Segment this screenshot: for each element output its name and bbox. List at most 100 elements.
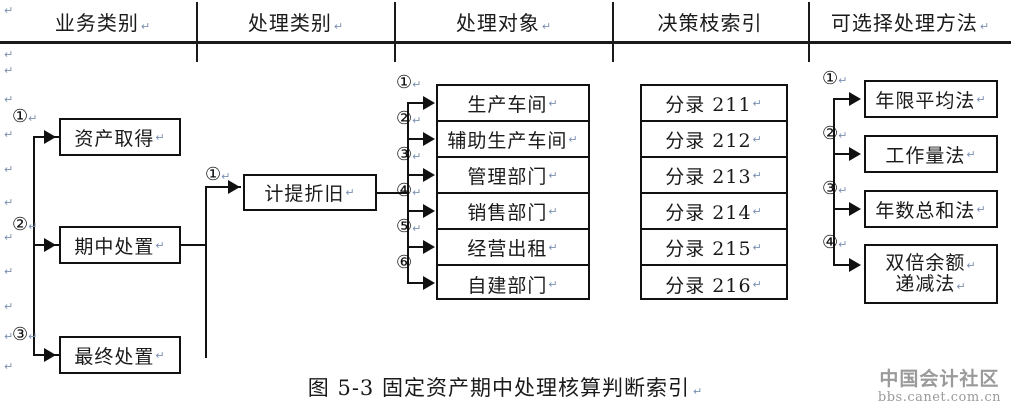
- pilcrow-icon: ↵: [752, 240, 763, 254]
- connector-spine-methods: [833, 98, 835, 264]
- box-object-auxiliary-production-workshop[interactable]: 辅助生产车间↵: [438, 122, 588, 158]
- pilcrow-icon: ↵: [541, 20, 553, 33]
- box-entry-212[interactable]: 分录 212↵: [642, 122, 786, 158]
- pilcrow-icon: ↵: [28, 112, 38, 125]
- pilcrow-icon: ↵: [155, 348, 166, 362]
- connector-branch-method-2: [833, 153, 855, 155]
- pilcrow-icon: ↵: [155, 238, 166, 252]
- connector-depreciation-to-objects: [377, 192, 409, 194]
- box-label: 期中处置: [74, 235, 155, 258]
- header-divider-3: [612, 2, 614, 62]
- pilcrow-icon: ↵: [548, 96, 559, 110]
- column-header-methods: 可选择处理方法↵: [810, 9, 1011, 37]
- column-header-label: 处理类别: [247, 11, 332, 35]
- circled-number-2: ②↵: [396, 108, 422, 129]
- column-header-process-object: 处理对象↵: [396, 9, 612, 37]
- box-business-final-disposal[interactable]: 最终处置↵: [59, 336, 181, 374]
- pilcrow-icon: ↵: [838, 238, 848, 251]
- circled-number-3: ③↵: [822, 178, 848, 199]
- arrowhead-icon: [423, 168, 435, 182]
- circled-number-6: ⑥: [396, 252, 413, 273]
- box-label: 经营出租: [467, 237, 548, 260]
- box-method-straight-line[interactable]: 年限平均法↵: [864, 80, 998, 118]
- box-business-interim-disposal[interactable]: 期中处置↵: [59, 226, 181, 264]
- box-method-double-declining-balance[interactable]: 双倍余额↵ 递减法↵: [864, 244, 998, 304]
- circled-number-3: ③↵: [12, 324, 38, 345]
- circled-number-1: ①↵: [205, 164, 231, 185]
- box-label: 分录 213: [665, 165, 752, 188]
- box-label: 分录 212: [665, 129, 752, 152]
- box-business-asset-acquisition[interactable]: 资产取得↵: [59, 118, 181, 156]
- column-header-label: 处理对象: [455, 11, 540, 35]
- connector-branch-process-1: [205, 186, 241, 188]
- box-method-units-of-production[interactable]: 工作量法↵: [864, 135, 998, 173]
- pilcrow-icon: ↵: [752, 132, 763, 146]
- connector-branch-object-2: [407, 138, 429, 140]
- box-label: 分录 214: [665, 201, 752, 224]
- box-label-line-1: 双倍余额↵: [885, 251, 977, 274]
- box-method-sum-of-years-digits[interactable]: 年数总和法↵: [864, 190, 998, 228]
- box-object-management-department[interactable]: 管理部门↵: [438, 158, 588, 194]
- pilcrow-icon: ↵: [752, 168, 763, 182]
- pilcrow-icon: ↵: [4, 93, 14, 106]
- connector-branch-method-1: [833, 98, 855, 100]
- pilcrow-icon: ↵: [4, 360, 14, 373]
- circled-number-3: ③↵: [396, 144, 422, 165]
- box-label: 计提折旧: [264, 183, 345, 205]
- arrowhead-icon: [423, 276, 435, 290]
- pilcrow-icon: ↵: [548, 240, 559, 254]
- box-entry-213[interactable]: 分录 213↵: [642, 158, 786, 194]
- pilcrow-icon: ↵: [333, 20, 345, 33]
- pilcrow-icon: ↵: [4, 64, 14, 77]
- circled-number-1: ①↵: [12, 106, 38, 127]
- box-entry-215[interactable]: 分录 215↵: [642, 230, 786, 266]
- stack-decision-index: 分录 211↵ 分录 212↵ 分录 213↵ 分录 214↵ 分录 215↵ …: [640, 84, 788, 300]
- pilcrow-icon: ↵: [838, 129, 848, 142]
- figure-caption-text: 图 5-3 固定资产期中处理核算判断索引: [307, 376, 690, 400]
- box-object-self-construction-department[interactable]: 自建部门↵: [438, 266, 588, 302]
- arrowhead-icon: [849, 147, 861, 161]
- box-label: 分录 211: [665, 93, 752, 116]
- arrowhead-icon: [44, 348, 56, 362]
- pilcrow-icon: ↵: [412, 150, 422, 163]
- pilcrow-icon: ↵: [412, 114, 422, 127]
- pilcrow-icon: ↵: [976, 202, 987, 216]
- arrowhead-icon: [44, 238, 56, 252]
- box-object-sales-department[interactable]: 销售部门↵: [438, 194, 588, 230]
- box-process-depreciation[interactable]: 计提折旧↵: [243, 174, 377, 211]
- pilcrow-icon: ↵: [752, 277, 763, 291]
- watermark: 中国会计社区 bbs.canet.com.cn: [878, 370, 1001, 406]
- box-entry-211[interactable]: 分录 211↵: [642, 86, 786, 122]
- box-label: 年限平均法: [875, 89, 976, 112]
- pilcrow-icon: ↵: [966, 258, 977, 272]
- arrowhead-icon: [423, 96, 435, 110]
- pilcrow-icon: ↵: [692, 385, 704, 398]
- box-entry-216[interactable]: 分录 216↵: [642, 266, 786, 302]
- circled-number-4: ④↵: [396, 180, 422, 201]
- header-divider-1: [196, 2, 198, 62]
- pilcrow-icon: ↵: [221, 170, 231, 183]
- box-label: 分录 216: [665, 274, 752, 297]
- pilcrow-icon: ↵: [4, 300, 14, 313]
- pilcrow-icon: ↵: [548, 277, 559, 291]
- pilcrow-icon: ↵: [838, 184, 848, 197]
- box-object-production-workshop[interactable]: 生产车间↵: [438, 86, 588, 122]
- pilcrow-icon: ↵: [28, 220, 38, 233]
- circled-number-5: ⑤↵: [396, 216, 422, 237]
- pilcrow-icon: ↵: [412, 186, 422, 199]
- arrowhead-icon: [849, 202, 861, 216]
- watermark-url: bbs.canet.com.cn: [877, 390, 1001, 406]
- column-header-label: 可选择处理方法: [830, 11, 978, 35]
- arrowhead-icon: [849, 258, 861, 272]
- connector-branch-object-5: [407, 246, 429, 248]
- box-object-operating-lease[interactable]: 经营出租↵: [438, 230, 588, 266]
- box-entry-214[interactable]: 分录 214↵: [642, 194, 786, 230]
- watermark-site-name: 中国会计社区: [879, 368, 1000, 391]
- circled-number-4: ④↵: [822, 232, 848, 253]
- column-header-decision-index: 决策枝索引: [614, 9, 808, 37]
- pilcrow-icon: ↵: [976, 92, 987, 106]
- circled-number-1: ①↵: [822, 68, 848, 89]
- circled-number-2: ②↵: [822, 123, 848, 144]
- arrowhead-icon: [423, 132, 435, 146]
- box-label: 辅助生产车间: [447, 129, 568, 152]
